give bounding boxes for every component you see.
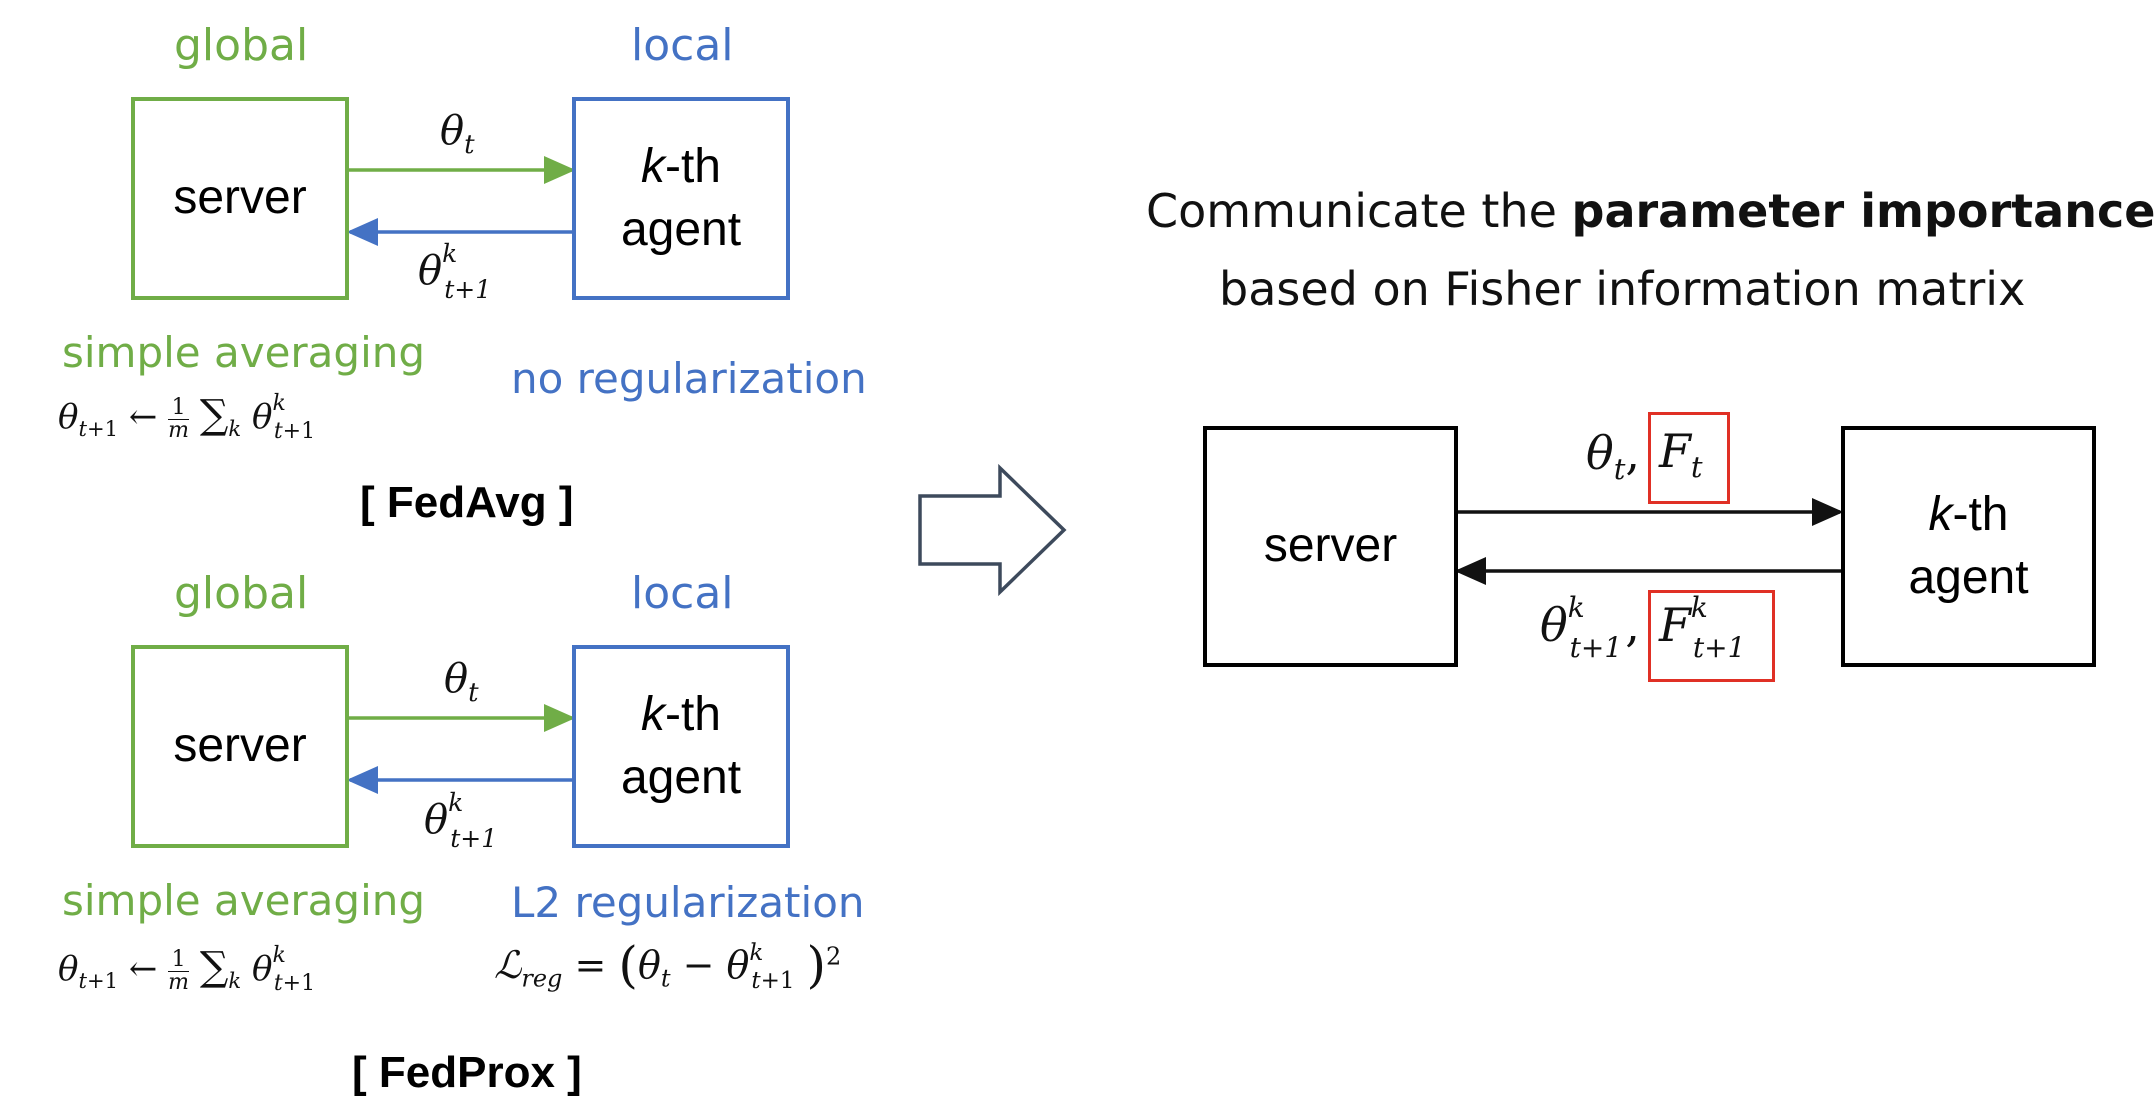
fedprox-uplink-label: θkt+1 [424, 788, 498, 853]
fedavg-aggregation-title: simple averaging [62, 328, 426, 377]
proposed-uplink-fisher-highlight [1648, 590, 1775, 682]
fedavg-downlink-label: θt [440, 108, 475, 160]
fedavg-uplink-label: θkt+1 [418, 239, 492, 304]
fedprox-regularization-formula: ℒreg = (θt − θkt+1)2 [494, 936, 842, 994]
proposed-heading-line2: based on Fisher information matrix [1219, 262, 2026, 316]
fedavg-regularization-title: no regularization [511, 354, 867, 403]
proposed-uplink-theta: θkt+1, [1540, 591, 1640, 664]
proposed-uplink-fisher: Fkt+1 [1659, 591, 1746, 664]
fedavg-local-label: local [631, 20, 734, 71]
fedprox-regularization-title: L2 regularization [511, 878, 865, 927]
fedavg-server-box: server [131, 97, 349, 300]
fedavg-global-label: global [174, 20, 309, 71]
fedprox-local-label: local [631, 568, 734, 619]
proposed-downlink-fisher-highlight [1648, 412, 1730, 504]
fedprox-server-box: server [131, 645, 349, 848]
fedprox-server-label: server [173, 719, 307, 773]
proposed-heading-line1: Communicate the parameter importance [1146, 184, 2156, 238]
transition-arrow-icon [918, 463, 1067, 597]
fedprox-global-label: global [174, 568, 309, 619]
proposed-server-label: server [1263, 519, 1398, 573]
proposed-downlink-theta: θt, [1586, 426, 1640, 487]
fedavg-server-label: server [173, 171, 307, 225]
fedavg-tag: [ FedAvg ] [360, 478, 574, 527]
proposed-downlink-fisher: Ft [1659, 424, 1703, 485]
fedprox-tag: [ FedProx ] [352, 1048, 582, 1097]
proposed-server-box: server [1203, 426, 1458, 667]
fedprox-downlink-label: θt [444, 656, 479, 708]
fedprox-aggregation-title: simple averaging [62, 876, 426, 925]
